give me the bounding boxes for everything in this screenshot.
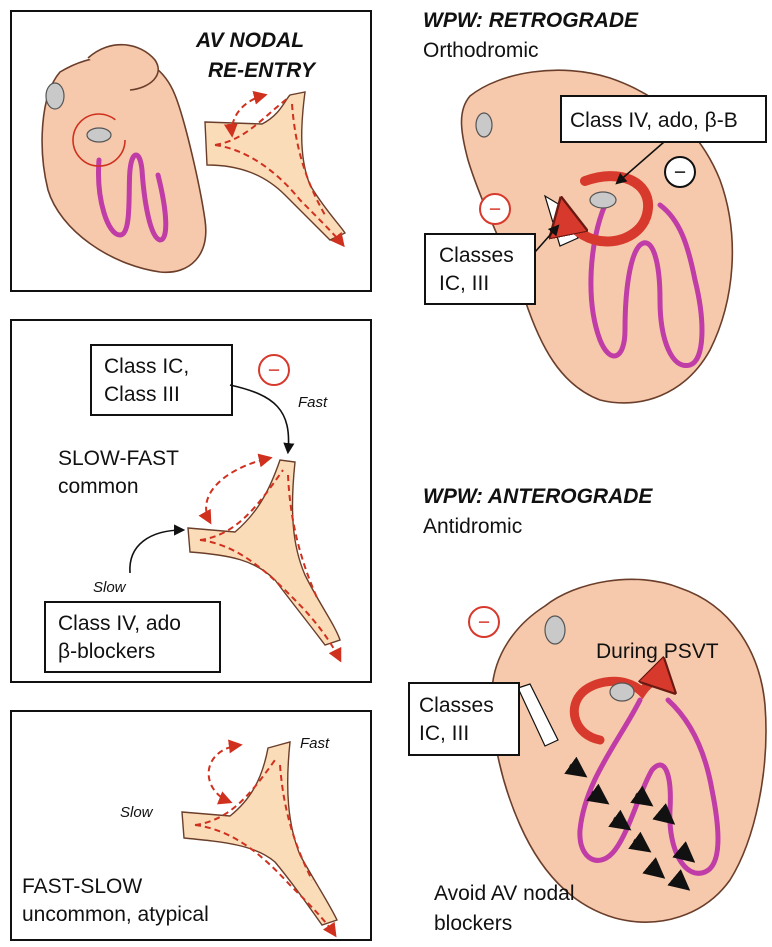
drug-box-left-line2: IC, III <box>439 272 489 295</box>
type-line2: uncommon, atypical <box>22 903 209 926</box>
slow-label: Slow <box>120 804 154 821</box>
av-node-icon <box>87 128 111 142</box>
panel-subtitle: Orthodromic <box>423 39 539 62</box>
av-node-icon <box>590 192 616 208</box>
svg-text:−: − <box>674 161 686 184</box>
type-line1: FAST-SLOW <box>22 875 142 898</box>
heart-illustration <box>492 579 766 922</box>
drug-box-top-line1: Class IC, <box>104 355 189 378</box>
drug-box-bottom-line1: Class IV, ado <box>58 612 181 635</box>
avoid-line1: Avoid AV nodal <box>434 882 575 905</box>
avoid-line2: blockers <box>434 912 512 935</box>
fast-label: Fast <box>298 394 328 411</box>
panel-title: WPW: ANTEROGRADE <box>423 485 653 508</box>
svg-text:−: − <box>478 611 490 634</box>
block-symbol: − <box>259 355 289 385</box>
drug-box-left-line1: Classes <box>419 694 494 717</box>
drug-box-bottom-line2: β-blockers <box>58 640 155 663</box>
type-line2: common <box>58 475 139 498</box>
drug-box-top-label: Class IV, ado, β-B <box>570 109 738 132</box>
svg-text:−: − <box>268 359 280 382</box>
block-symbol-accessory: − <box>480 194 510 224</box>
panel-fast-slow: Fast Slow FAST-SLOW uncommon, atypical <box>11 711 371 940</box>
sa-node-icon <box>545 616 565 644</box>
av-node-icon <box>610 683 634 701</box>
panel-title-line1: AV NODAL <box>195 29 304 52</box>
drug-box-left-line1: Classes <box>439 244 514 267</box>
svg-text:−: − <box>489 198 501 221</box>
panel-slow-fast: Class IC, Class III − Fast SLOW-FAST com… <box>11 320 371 682</box>
type-line1: SLOW-FAST <box>58 447 179 470</box>
panel-subtitle: Antidromic <box>423 515 522 538</box>
drug-box-top-line2: Class III <box>104 383 180 406</box>
during-psvt-label: During PSVT <box>596 640 719 663</box>
panel-wpw-anterograde: WPW: ANTEROGRADE Antidromic − <box>409 485 766 935</box>
fast-label: Fast <box>300 735 330 752</box>
sa-node-icon <box>476 113 492 137</box>
slow-label: Slow <box>93 579 127 596</box>
drug-box-left-line2: IC, III <box>419 722 469 745</box>
panel-title: WPW: RETROGRADE <box>423 9 639 32</box>
panel-title-line2: RE-ENTRY <box>208 59 317 82</box>
block-symbol-av: − <box>665 157 695 187</box>
block-symbol: − <box>469 607 499 637</box>
panel-av-nodal-reentry: AV NODAL RE-ENTRY <box>11 11 371 291</box>
panel-wpw-retrograde: WPW: RETROGRADE Orthodromic Class IV, ad… <box>423 9 766 403</box>
sa-node-icon <box>46 83 64 109</box>
